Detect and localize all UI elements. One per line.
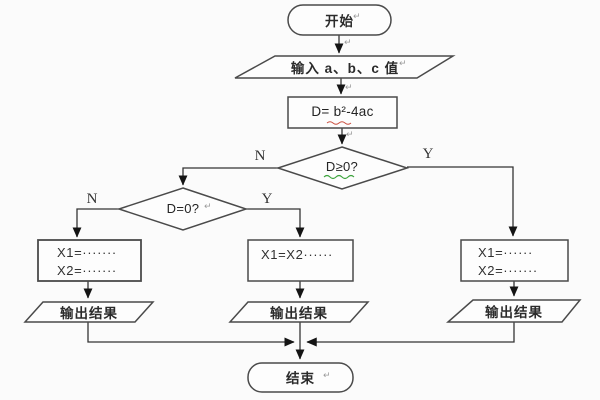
output-mid-parallelogram-shape [228,301,370,323]
decision1-diamond-shape [275,146,410,190]
decision2-diamond-shape [116,187,249,231]
process-rect-shape [287,96,398,129]
branch-label-y2: Y [261,191,273,207]
branch-label-y1: Y [422,146,434,162]
box-right-line1: X1=······ [478,245,533,260]
output-left-parallelogram-shape [23,301,155,323]
end-label: 结束 [286,371,315,386]
return-mark-after-input: ↵ [399,59,407,69]
return-mark-arrow-3: ↵ [346,130,354,140]
connector-decision2-y-to-box-mid [246,208,305,238]
spellcheck-squiggle-green [323,174,355,180]
branch-label-n1: N [254,148,266,164]
decision1-label: D≥0? [325,159,359,174]
connector-decision1-n-to-decision2 [178,167,278,186]
return-mark-arrow-2: ↵ [345,83,353,93]
connector-output-right-to-junction [306,322,515,347]
branch-label-n2: N [86,191,98,207]
return-mark-after-start: ↵ [353,12,361,22]
box-mid-line1: X1=X2······ [261,247,333,262]
box-left-line2: X2=······· [57,263,117,278]
spellcheck-squiggle-red [326,121,352,125]
connector-decision1-y-to-box-right [407,166,518,237]
box-left-line1: X1=······· [57,245,117,260]
box-mid-shape [247,239,354,282]
process-label: D= b²-4ac [311,104,374,119]
input-label: 输入 a、b、c 值 [290,60,400,76]
output-right-label: 输出结果 [485,305,543,320]
output-left-label: 输出结果 [60,306,118,321]
box-left-shape [37,239,142,282]
box-right-shape [460,239,569,282]
box-right-line2: X2=······· [478,263,538,278]
return-mark-after-decision2: ↵ [204,202,212,212]
connector-output-left-to-junction [87,322,295,347]
connector-decision2-n-to-box-left [72,208,119,238]
decision2-label: D=0? [166,201,200,216]
start-terminator-shape [287,4,392,36]
start-label: 开始 [325,14,354,29]
end-terminator-shape [247,362,354,393]
return-mark-after-end: ↵ [323,371,331,381]
output-mid-label: 输出结果 [270,306,328,321]
output-right-parallelogram-shape [446,299,582,323]
input-parallelogram-shape [234,55,456,79]
return-mark-arrow-1: ↵ [344,38,352,48]
